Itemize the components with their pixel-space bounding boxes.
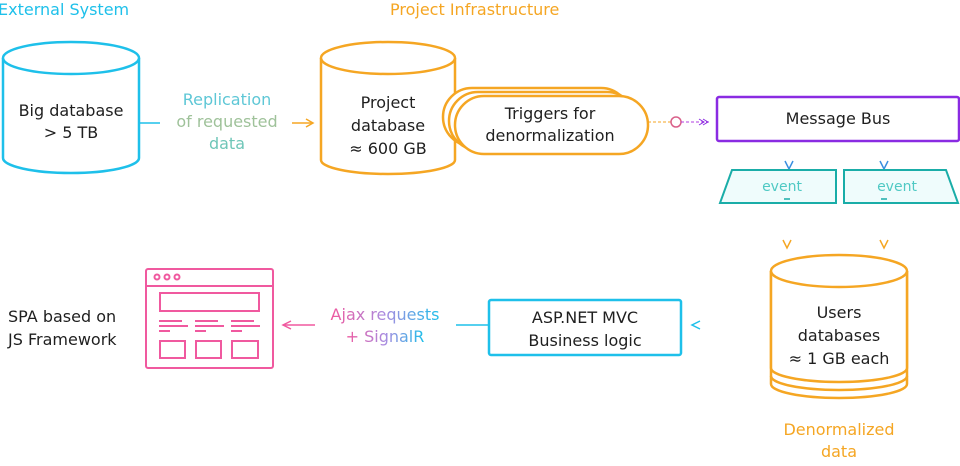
- project-database-name-2: database: [351, 116, 425, 135]
- aspnet-mvc-box[interactable]: ASP.NET MVC Business logic: [487, 298, 683, 357]
- event-2-label: event: [877, 179, 917, 195]
- triggers-label-1: Triggers for: [504, 104, 596, 123]
- users-db-name-2: databases: [798, 326, 881, 345]
- replication-label-2: of requested: [176, 112, 277, 131]
- users-to-aspnet-arrow: [690, 320, 771, 330]
- event-1-label: event: [762, 179, 802, 195]
- connector-circle-icon: [670, 116, 682, 128]
- users-databases[interactable]: Users databases ≈ 1 GB each: [769, 253, 909, 400]
- spa-label-1: SPA based on: [8, 307, 116, 326]
- denormalized-label-2: data: [821, 442, 857, 461]
- message-bus[interactable]: Message Bus: [715, 95, 960, 143]
- project-database-size: ≈ 600 GB: [349, 139, 427, 158]
- triggers-for-denormalization[interactable]: Triggers for denormalization: [441, 86, 650, 156]
- replication-label-1: Replication: [183, 90, 272, 109]
- triggers-label-2: denormalization: [485, 126, 614, 145]
- ajax-label-1: Ajax requests: [331, 305, 440, 324]
- arrow-left-icon: [281, 320, 292, 330]
- project-database[interactable]: Project database ≈ 600 GB: [319, 40, 457, 176]
- double-arrow-icon: [698, 118, 709, 126]
- denormalized-label-1: Denormalized: [783, 420, 894, 439]
- big-database[interactable]: Big database > 5 TB: [1, 40, 141, 175]
- users-db-name-1: Users: [817, 303, 862, 322]
- replication-label-3: data: [209, 134, 245, 153]
- section-title-external: External System: [0, 0, 129, 19]
- spa-label-2: JS Framework: [7, 330, 117, 349]
- big-database-name: Big database: [19, 101, 124, 120]
- events-to-users-arrows: [782, 198, 889, 250]
- section-title-project: Project Infrastructure: [390, 0, 559, 19]
- big-database-size: > 5 TB: [44, 123, 99, 142]
- triggers-to-bus-connector: [648, 116, 710, 128]
- replication-edge: Replication of requested data: [139, 90, 315, 153]
- aspnet-label-2: Business logic: [528, 331, 641, 350]
- ajax-label-2: + SignalR: [346, 327, 425, 346]
- message-bus-label: Message Bus: [786, 109, 891, 128]
- arrow-right-icon: [305, 118, 315, 128]
- ajax-edge: Ajax requests + SignalR: [281, 305, 489, 346]
- event-2[interactable]: event: [843, 169, 960, 204]
- aspnet-label-1: ASP.NET MVC: [532, 308, 638, 327]
- spa-browser-icon: [145, 268, 274, 369]
- users-db-size: ≈ 1 GB each: [789, 349, 890, 368]
- project-database-name-1: Project: [361, 93, 416, 112]
- event-1[interactable]: event: [718, 169, 837, 204]
- bus-to-events-arrows: [784, 142, 889, 171]
